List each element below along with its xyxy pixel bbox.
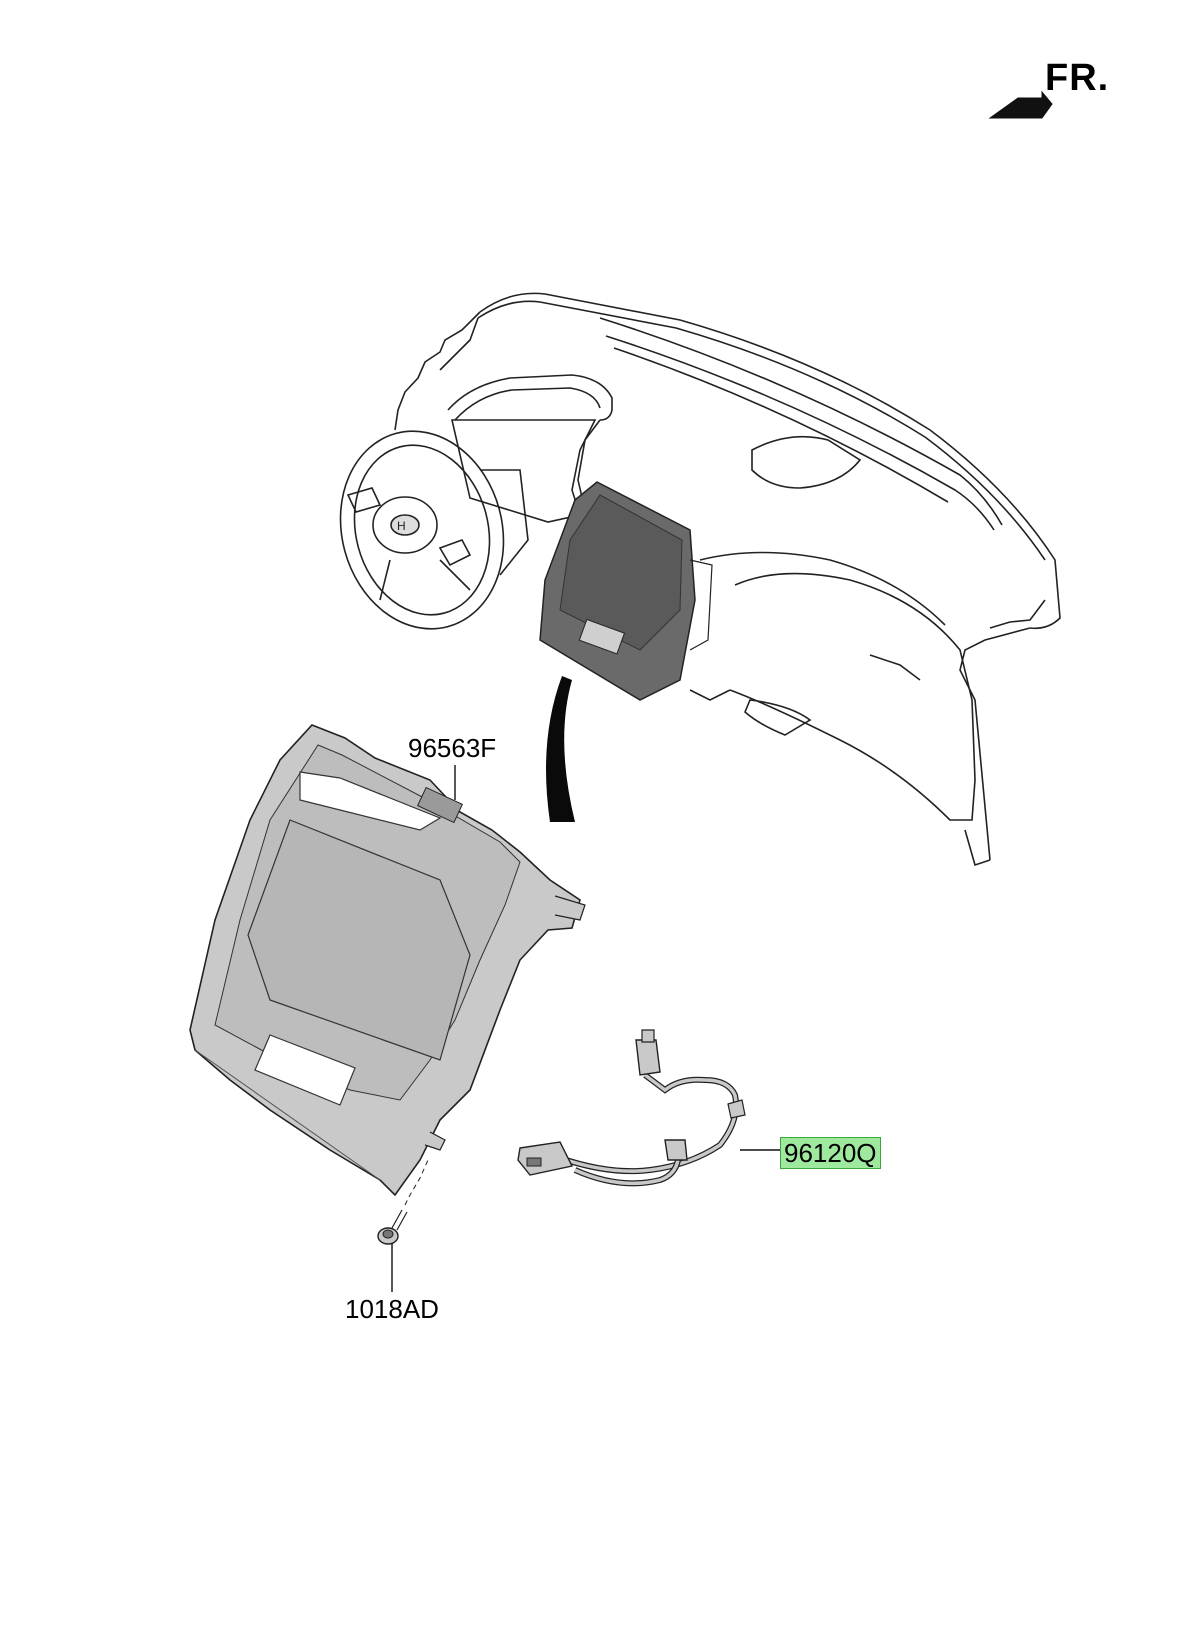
part-label-1018ad[interactable]: 1018AD — [345, 1294, 439, 1324]
leader-lines — [391, 765, 780, 1292]
pointer-arrow — [546, 676, 575, 822]
part-label-96120q[interactable]: 96120Q — [780, 1137, 881, 1169]
front-direction-label: FR. — [1045, 57, 1110, 99]
svg-text:H: H — [397, 519, 406, 533]
dashboard-outline — [394, 292, 1061, 867]
steering-wheel: H — [339, 430, 529, 630]
wiring-harness — [517, 1029, 746, 1187]
installed-center-module — [539, 481, 713, 701]
part-label-96563f[interactable]: 96563F — [408, 733, 497, 763]
front-direction-arrow — [988, 90, 1053, 119]
center-fascia-panel — [189, 724, 586, 1197]
screw — [377, 1159, 429, 1245]
